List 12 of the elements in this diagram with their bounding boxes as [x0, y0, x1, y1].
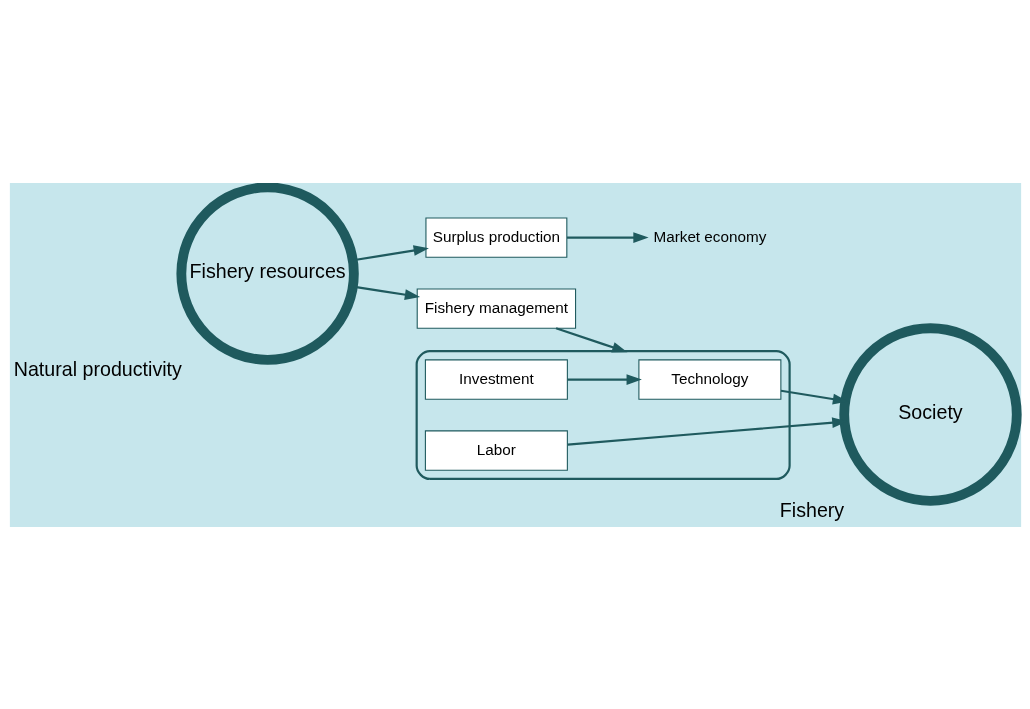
node-box: Investment — [424, 358, 568, 400]
node-circle: Society — [838, 322, 1022, 506]
node-box: Technology — [637, 358, 781, 400]
node-text: Market economy — [652, 227, 766, 245]
arrow — [567, 373, 642, 385]
cluster — [415, 349, 791, 480]
node-circle: Fishery resources — [175, 182, 359, 365]
arrow — [555, 326, 627, 352]
arrow — [566, 231, 649, 243]
node-box: Fishery management — [416, 287, 576, 329]
node-box: Labor — [424, 429, 568, 471]
node-box: Surplus production — [424, 216, 567, 258]
